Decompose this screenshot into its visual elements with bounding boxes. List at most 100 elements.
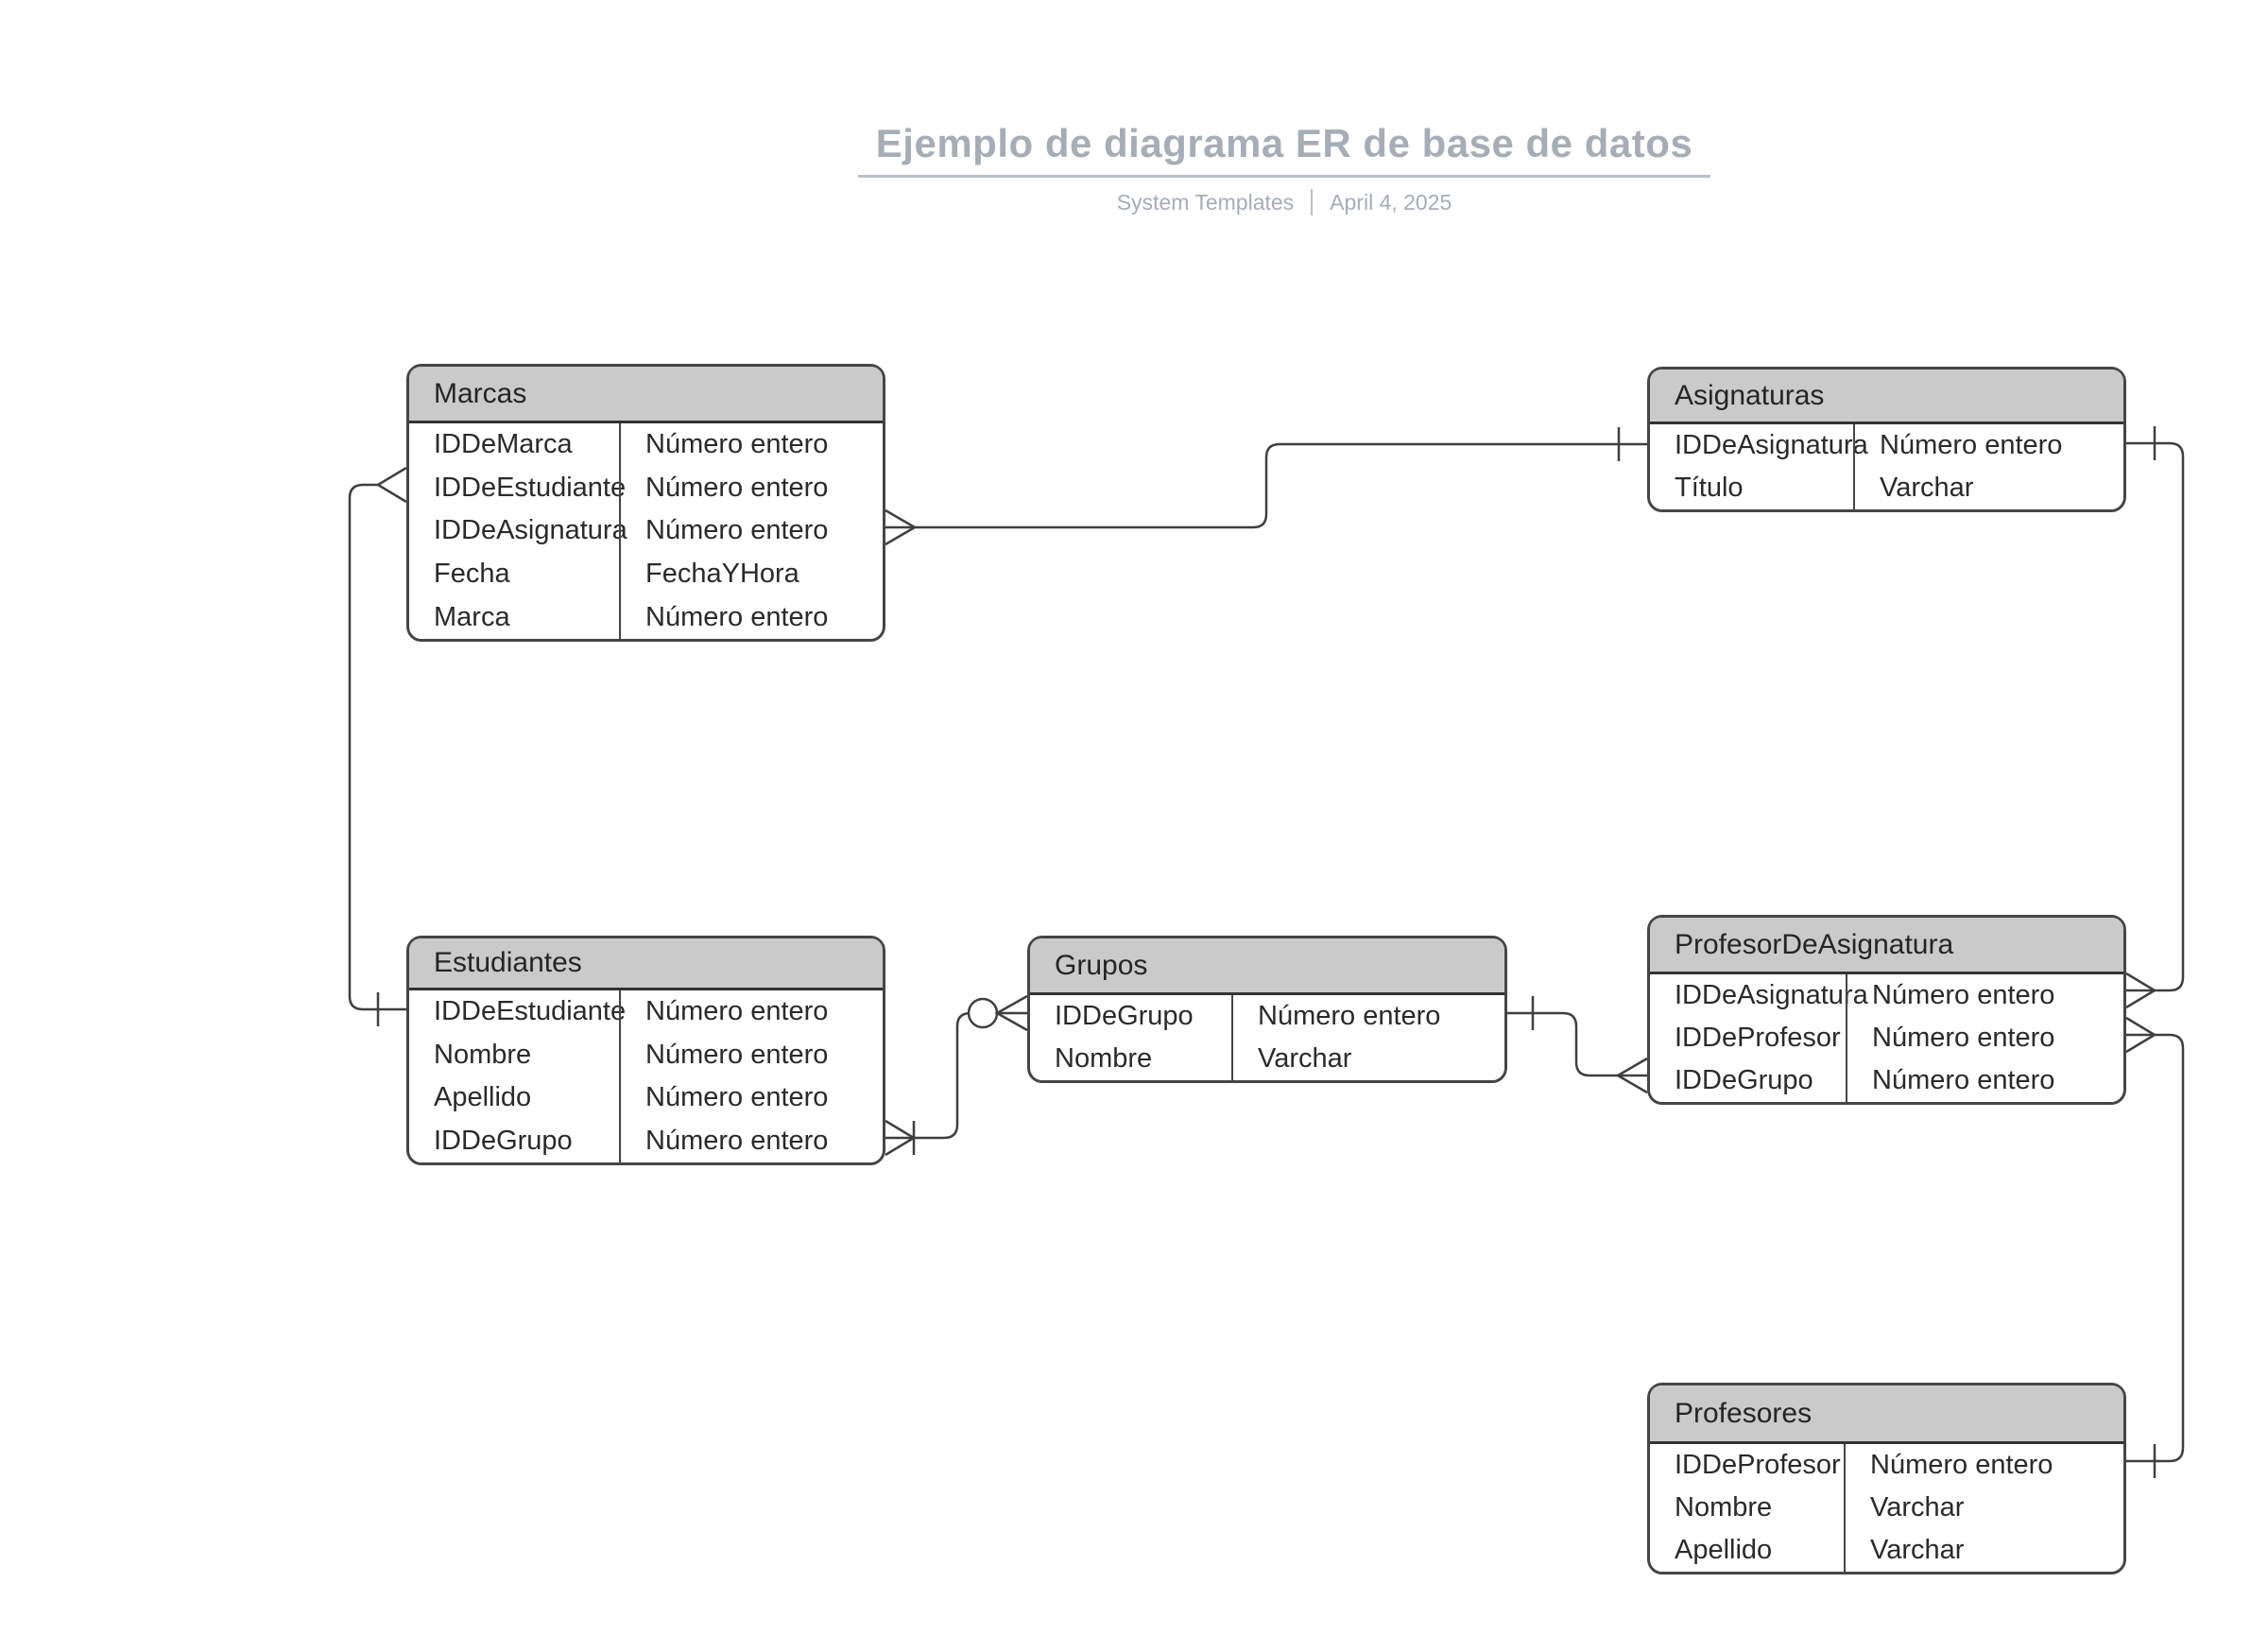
field-name: IDDeAsignatura: [1675, 980, 1868, 1010]
field-name: IDDeAsignatura: [1675, 430, 1868, 460]
field-name: Nombre: [434, 1039, 532, 1070]
entity-grupos[interactable]: Grupos IDDeGrupo Número entero Nombre Va…: [1027, 936, 1507, 1083]
field-row[interactable]: IDDeAsignatura Número entero: [1650, 974, 2123, 1017]
meta-row: System Templates April 4, 2025: [858, 189, 1710, 215]
field-type: Número entero: [645, 1082, 829, 1113]
field-type: Varchar: [1880, 473, 1974, 503]
zero-circle-marker: [967, 997, 999, 1029]
relationship-grupos-profesordeasignatura[interactable]: [1507, 996, 1648, 1094]
column-divider: [1853, 424, 1855, 509]
entity-body: IDDeAsignatura Número entero Título Varc…: [1650, 424, 2123, 509]
field-type: Número entero: [1258, 1001, 1441, 1031]
entity-body: IDDeAsignatura Número entero IDDeProfeso…: [1650, 974, 2123, 1102]
field-row[interactable]: Nombre Número entero: [409, 1034, 883, 1077]
field-name: Apellido: [1675, 1535, 1773, 1565]
field-row[interactable]: IDDeAsignatura Número entero: [409, 509, 883, 553]
entity-header-profesordeasignatura: ProfesorDeAsignatura: [1650, 918, 2123, 974]
field-name: IDDeGrupo: [434, 1125, 573, 1156]
title-block: Ejemplo de diagrama ER de base de datos …: [858, 121, 1710, 215]
entity-profesores[interactable]: Profesores IDDeProfesor Número entero No…: [1647, 1383, 2126, 1575]
entity-body: IDDeEstudiante Número entero Nombre Núme…: [409, 990, 883, 1162]
crows-foot-marker: [994, 994, 1028, 1032]
entity-profesordeasignatura[interactable]: ProfesorDeAsignatura IDDeAsignatura Núme…: [1647, 915, 2126, 1105]
entity-header-marcas: Marcas: [409, 367, 883, 423]
column-divider: [1231, 995, 1233, 1080]
field-type: Número entero: [1880, 430, 2063, 460]
field-row[interactable]: Nombre Varchar: [1030, 1038, 1504, 1080]
field-name: IDDeEstudiante: [434, 996, 627, 1027]
field-name: Apellido: [434, 1082, 532, 1113]
field-row[interactable]: IDDeProfesor Número entero: [1650, 1017, 2123, 1059]
field-type: Número entero: [1872, 1023, 2055, 1053]
field-row[interactable]: Apellido Varchar: [1650, 1529, 2123, 1572]
relationship-marcas-estudiantes[interactable]: [348, 466, 407, 1026]
crows-foot-marker: [885, 508, 918, 546]
column-divider: [1846, 974, 1847, 1102]
field-name: Fecha: [434, 559, 510, 590]
field-name: IDDeMarca: [434, 429, 573, 460]
column-divider: [1844, 1444, 1846, 1572]
field-type: Número entero: [1870, 1450, 2053, 1480]
entity-estudiantes[interactable]: Estudiantes IDDeEstudiante Número entero…: [406, 936, 885, 1165]
field-type: Número entero: [645, 429, 829, 460]
field-name: IDDeEstudiante: [434, 472, 627, 503]
crows-foot-marker: [2125, 1016, 2157, 1054]
field-type: Número entero: [645, 1039, 829, 1070]
column-divider: [619, 423, 621, 639]
entity-title: Asignaturas: [1675, 379, 1825, 411]
crows-foot-marker: [2125, 972, 2157, 1009]
field-row[interactable]: Título Varchar: [1650, 467, 2123, 509]
field-row[interactable]: Nombre Varchar: [1650, 1487, 2123, 1529]
entity-title: ProfesorDeAsignatura: [1675, 928, 1954, 960]
field-row[interactable]: Fecha FechaYHora: [409, 553, 883, 596]
field-type: Número entero: [1872, 980, 2055, 1010]
field-row[interactable]: IDDeEstudiante Número entero: [409, 467, 883, 510]
relationship-estudiantes-grupos[interactable]: [885, 994, 1028, 1157]
field-type: Varchar: [1870, 1535, 1965, 1565]
entity-header-asignaturas: Asignaturas: [1650, 370, 2123, 424]
entity-title: Grupos: [1055, 949, 1148, 981]
field-name: Título: [1675, 473, 1744, 503]
field-row[interactable]: IDDeEstudiante Número entero: [409, 990, 883, 1034]
field-row[interactable]: IDDeGrupo Número entero: [409, 1120, 883, 1163]
meta-author: System Templates: [1116, 189, 1295, 215]
field-row[interactable]: IDDeGrupo Número entero: [1650, 1059, 2123, 1102]
field-type: Número entero: [645, 515, 829, 546]
relationship-marcas-asignaturas[interactable]: [885, 427, 1647, 546]
field-name: IDDeProfesor: [1675, 1023, 1841, 1053]
relationship-profesordeasignatura-profesores[interactable]: [2125, 1016, 2185, 1478]
field-type: Número entero: [1872, 1065, 2055, 1095]
entity-body: IDDeMarca Número entero IDDeEstudiante N…: [409, 423, 883, 639]
crows-foot-marker: [375, 466, 407, 504]
entity-marcas[interactable]: Marcas IDDeMarca Número entero IDDeEstud…: [406, 364, 885, 642]
column-divider: [619, 990, 621, 1162]
crows-foot-marker: [1615, 1057, 1648, 1094]
relationship-asignaturas-profesordeasignatura[interactable]: [2125, 426, 2185, 1009]
field-row[interactable]: IDDeProfesor Número entero: [1650, 1444, 2123, 1487]
field-name: Nombre: [1675, 1492, 1773, 1523]
entity-header-grupos: Grupos: [1030, 938, 1504, 995]
field-name: IDDeGrupo: [1055, 1001, 1194, 1031]
field-name: Marca: [434, 601, 510, 632]
field-row[interactable]: IDDeGrupo Número entero: [1030, 995, 1504, 1038]
field-row[interactable]: IDDeAsignatura Número entero: [1650, 424, 2123, 467]
title-underline: [858, 175, 1710, 178]
field-name: IDDeProfesor: [1675, 1450, 1841, 1480]
field-name: Nombre: [1055, 1043, 1153, 1074]
meta-separator: [1311, 189, 1314, 215]
entity-title: Estudiantes: [434, 947, 582, 978]
entity-header-estudiantes: Estudiantes: [409, 938, 883, 990]
entity-body: IDDeGrupo Número entero Nombre Varchar: [1030, 995, 1504, 1080]
field-row[interactable]: Marca Número entero: [409, 595, 883, 639]
entity-asignaturas[interactable]: Asignaturas IDDeAsignatura Número entero…: [1647, 367, 2126, 512]
field-row[interactable]: Apellido Número entero: [409, 1076, 883, 1120]
page-title: Ejemplo de diagrama ER de base de datos: [875, 121, 1693, 165]
field-type: Número entero: [645, 601, 829, 632]
entity-header-profesores: Profesores: [1650, 1385, 2123, 1444]
field-type: Varchar: [1258, 1043, 1352, 1074]
field-type: FechaYHora: [645, 559, 799, 590]
field-row[interactable]: IDDeMarca Número entero: [409, 423, 883, 467]
meta-date: April 4, 2025: [1330, 189, 1452, 215]
